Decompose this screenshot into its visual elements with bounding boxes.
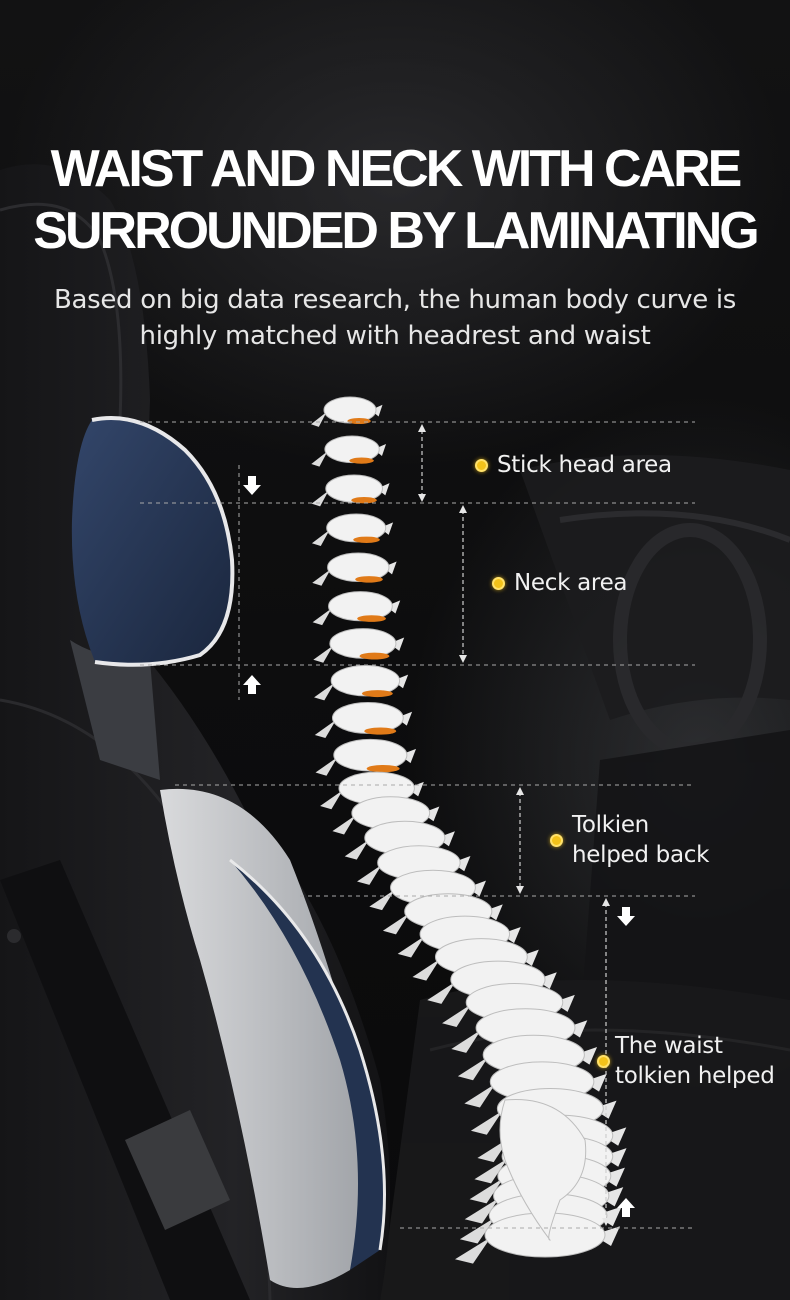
down-arrow-icon <box>243 476 261 495</box>
zone-label-text: Neck area <box>514 570 628 596</box>
up-arrow-icon <box>617 1198 635 1217</box>
zone-label-text-line-2: tolkien helped <box>615 1063 775 1089</box>
zone-label-text-line-2: helped back <box>572 842 710 868</box>
guide-lines <box>140 421 695 1229</box>
down-arrow-icon <box>617 907 635 926</box>
zone-label-text-line-1: The waist <box>615 1033 723 1059</box>
page-title: WAIST AND NECK WITH CARE SURROUNDED BY L… <box>0 138 790 262</box>
bullet-dot-icon <box>550 834 563 847</box>
zone-label-neck: Neck area <box>492 568 628 598</box>
page-subtitle: Based on big data research, the human bo… <box>20 282 770 354</box>
measure-arrowheads <box>418 424 610 1226</box>
car-seat <box>0 164 390 1300</box>
zone-label-head: Stick head area <box>475 450 672 480</box>
zone-label-text-line-1: Tolkien <box>572 812 649 838</box>
zone-label-back: Tolkien helped back <box>550 810 709 870</box>
title-line-1: WAIST AND NECK WITH CARE <box>50 140 743 198</box>
bullet-dot-icon <box>597 1055 610 1068</box>
measure-markers <box>421 430 607 1222</box>
zone-label-waist: The waist tolkien helped <box>597 1031 775 1091</box>
subtitle-line-1: Based on big data research, the human bo… <box>53 285 737 315</box>
up-arrow-icon <box>243 675 261 694</box>
subtitle-line-2: highly matched with headrest and waist <box>139 321 651 351</box>
title-line-2: SURROUNDED BY LAMINATING <box>33 202 759 260</box>
bullet-dot-icon <box>492 577 505 590</box>
spine-illustration <box>311 396 627 1264</box>
zone-label-text: Stick head area <box>497 452 672 478</box>
bullet-dot-icon <box>475 459 488 472</box>
